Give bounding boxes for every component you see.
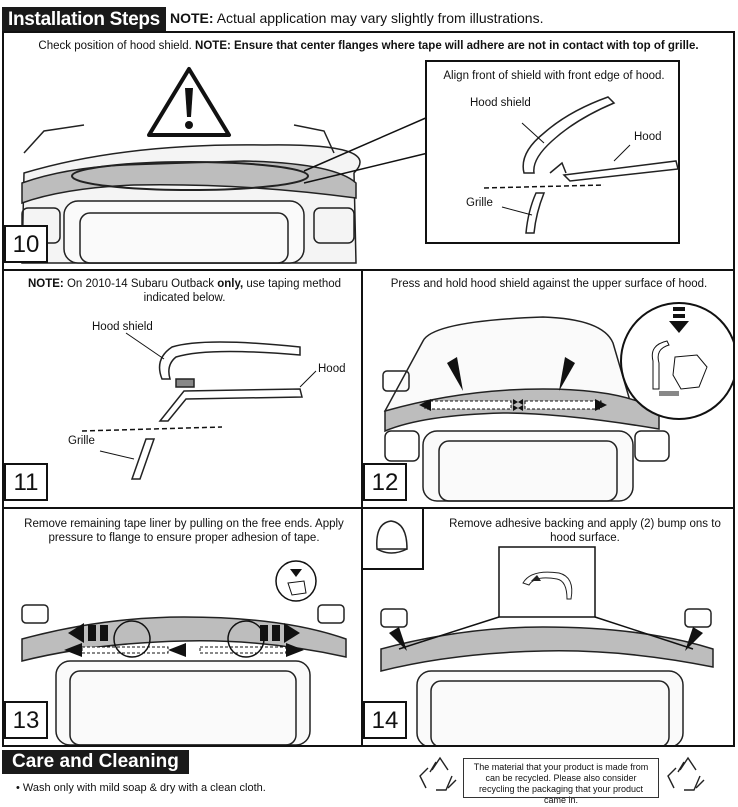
step-number: 14 — [363, 701, 407, 739]
step-14-panel: Remove adhesive backing and apply (2) bu… — [361, 507, 735, 747]
step-12-caption: Press and hold hood shield against the u… — [390, 278, 708, 290]
hand-press-icon — [275, 560, 317, 602]
label-grille: Grille — [466, 197, 493, 209]
note-label: NOTE: — [170, 10, 214, 26]
care-instruction: • Wash only with mild soap & dry with a … — [16, 782, 266, 794]
recycle-icon — [667, 756, 705, 791]
section-title: Installation Steps — [2, 7, 166, 32]
step-number: 12 — [363, 463, 407, 501]
step-number: 10 — [4, 225, 48, 263]
step-13-panel: Remove remaining tape liner by pulling o… — [2, 507, 363, 747]
header-note: NOTE: Actual application may vary slight… — [170, 9, 543, 27]
label-hood-shield: Hood shield — [92, 321, 153, 333]
step-10-illustration — [21, 60, 680, 264]
recycle-icon — [419, 756, 457, 791]
step-11-illustration — [81, 332, 317, 480]
label-hood: Hood — [318, 363, 346, 375]
step-11-caption: NOTE: On 2010-14 Subaru Outback only, us… — [27, 278, 342, 304]
step-10-caption: Check position of hood shield. NOTE: Ens… — [38, 40, 699, 52]
label-grille: Grille — [68, 435, 95, 447]
step-14-illustration — [363, 509, 714, 745]
step-13-caption: Remove remaining tape liner by pulling o… — [24, 518, 344, 544]
installation-header: Installation Steps NOTE: Actual applicat… — [0, 0, 738, 32]
hand-press-icon — [620, 302, 733, 420]
step-10-panel: Check position of hood shield. NOTE: Ens… — [2, 31, 735, 271]
step-number: 13 — [4, 701, 48, 739]
label-hood-shield: Hood shield — [470, 97, 531, 109]
step-13-illustration — [21, 560, 347, 745]
step-12-panel: Press and hold hood shield against the u… — [361, 269, 735, 509]
care-title: Care and Cleaning — [2, 750, 189, 774]
step-12-illustration — [382, 302, 733, 502]
step-14-caption: Remove adhesive backing and apply (2) bu… — [449, 518, 721, 544]
label-hood: Hood — [634, 131, 662, 143]
warning-triangle-icon — [147, 67, 231, 137]
recycle-notice: The material that your product is made f… — [463, 758, 659, 805]
inset-caption: Align front of shield with front edge of… — [443, 70, 665, 82]
step-number: 11 — [4, 463, 48, 501]
step-11-panel: NOTE: On 2010-14 Subaru Outback only, us… — [2, 269, 363, 509]
note-text: Actual application may vary slightly fro… — [216, 10, 544, 26]
